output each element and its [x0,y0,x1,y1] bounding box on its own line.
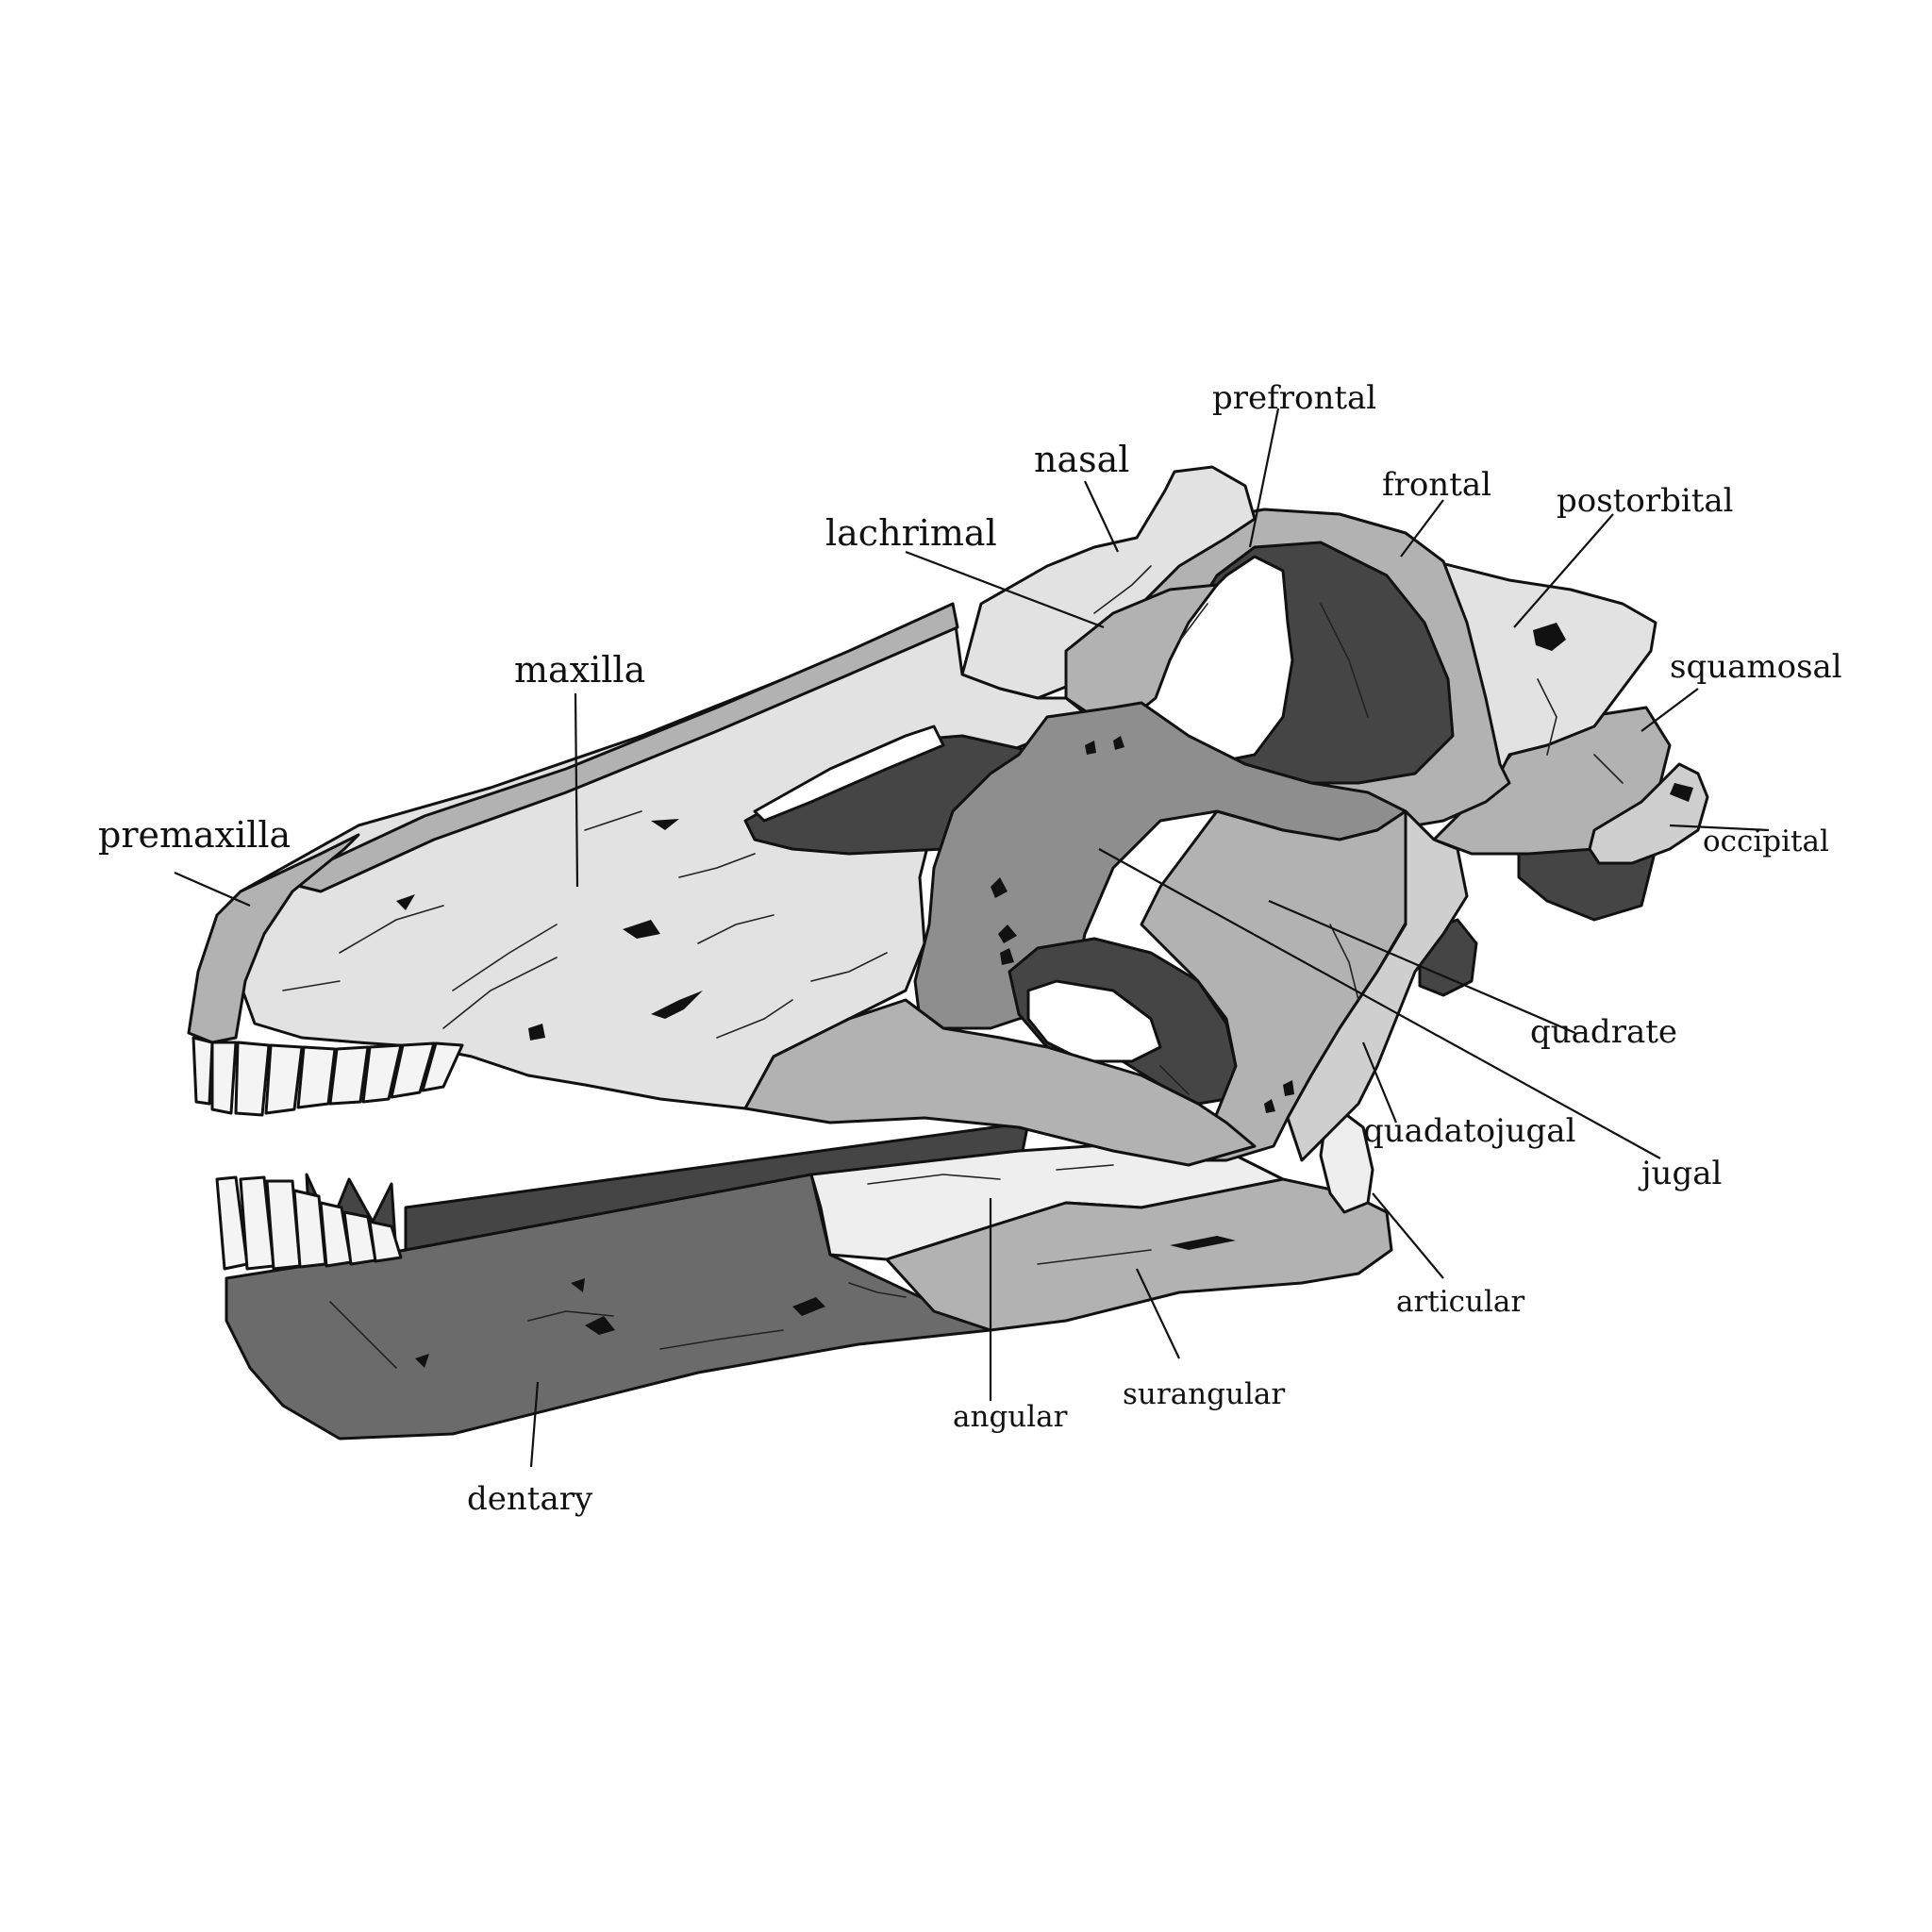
label-quadrate: quadrate [1530,1013,1677,1051]
label-nasal: nasal [1034,439,1129,480]
label-maxilla: maxilla [514,649,645,691]
label-articular: articular [1396,1285,1524,1319]
articular-bone [1319,1111,1374,1214]
label-squamosal: squamosal [1670,648,1842,686]
label-frontal: frontal [1382,466,1491,504]
label-jugal: jugal [1638,1155,1722,1192]
label-lachrimal: lachrimal [825,512,997,554]
antorbital-white-slit [753,724,945,823]
occipital-foramen [1670,783,1693,802]
quadratojugal-bone [1140,809,1436,1162]
label-occipital: occipital [1703,824,1829,858]
nasal-strip [281,602,959,893]
label-postorbital: postorbital [1557,482,1734,520]
bone-texture [282,565,1624,1369]
label-quadatojugal: quadatojugal [1363,1112,1575,1150]
lower-temporal-white [1026,979,1162,1063]
surangular-bone [885,1177,1393,1332]
postorbital-foramen [1533,623,1566,651]
label-dentary: dentary [467,1480,593,1518]
cheek-lower-band [743,998,1257,1167]
upper-teeth [192,1036,464,1117]
label-prefrontal: prefrontal [1212,379,1376,417]
leader-lines [174,408,1770,1468]
label-surangular: surangular [1123,1377,1285,1411]
label-premaxilla: premaxilla [98,814,291,856]
label-angular: angular [953,1400,1068,1434]
premaxilla-bone [187,833,360,1044]
quadrate-bone [1286,809,1469,1162]
lower-teeth [215,1173,403,1271]
